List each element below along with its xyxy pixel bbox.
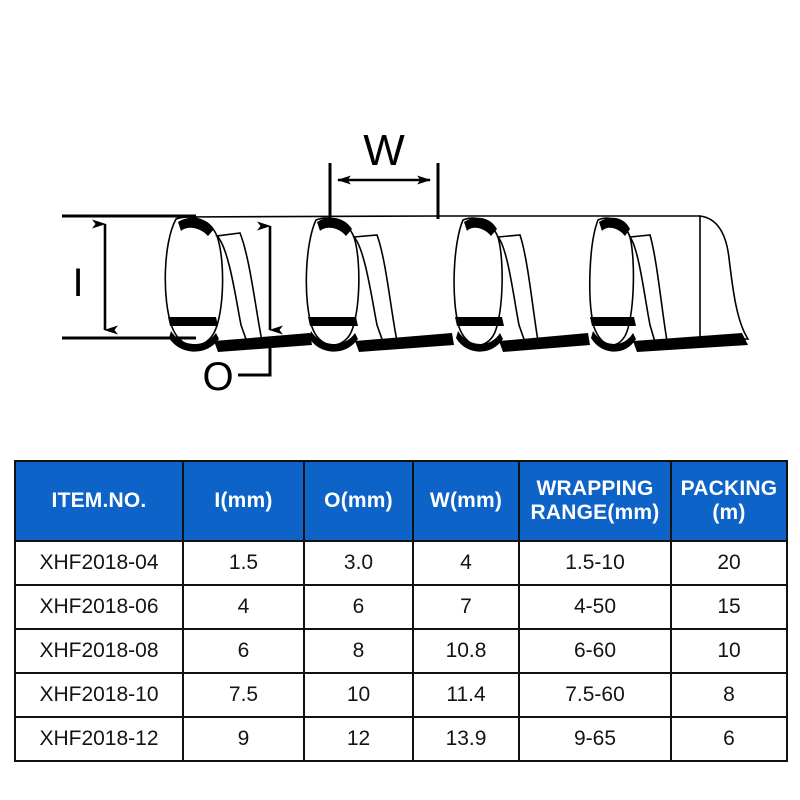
dimension-W <box>328 163 440 219</box>
dimension-I <box>62 214 196 340</box>
label-W: W <box>363 126 405 175</box>
cell-i: 6 <box>182 628 305 674</box>
cell-packing: 20 <box>670 540 788 586</box>
cell-o: 3.0 <box>303 540 414 586</box>
cell-packing: 15 <box>670 584 788 630</box>
cell-wrapping-range: 9-65 <box>518 716 672 762</box>
column-header-wrapping-range: WRAPPING RANGE(mm) <box>518 460 672 542</box>
cell-item-no: XHF2018-04 <box>14 540 184 586</box>
cell-o: 12 <box>303 716 414 762</box>
column-header-packing: PACKING (m) <box>670 460 788 542</box>
cell-wrapping-range: 6-60 <box>518 628 672 674</box>
cell-o: 10 <box>303 672 414 718</box>
cell-o: 6 <box>303 584 414 630</box>
cell-wrapping-range: 1.5-10 <box>518 540 672 586</box>
spiral-wrap-diagram: I O W <box>62 126 750 399</box>
cell-w: 13.9 <box>412 716 520 762</box>
cell-item-no: XHF2018-12 <box>14 716 184 762</box>
column-header-o: O(mm) <box>303 460 414 542</box>
leader-line-O <box>238 345 272 377</box>
header-line-1: WRAPPING <box>536 477 654 501</box>
cell-wrapping-range: 4-50 <box>518 584 672 630</box>
table-row: XHF2018-04 1.5 3.0 4 1.5-10 20 <box>14 540 788 586</box>
cell-i: 9 <box>182 716 305 762</box>
cell-i: 1.5 <box>182 540 305 586</box>
cell-packing: 6 <box>670 716 788 762</box>
column-header-i: I(mm) <box>182 460 305 542</box>
cell-w: 10.8 <box>412 628 520 674</box>
table-row: XHF2018-10 7.5 10 11.4 7.5-60 8 <box>14 672 788 718</box>
column-header-w: W(mm) <box>412 460 520 542</box>
table-row: XHF2018-06 4 6 7 4-50 15 <box>14 584 788 630</box>
header-line-1: PACKING <box>680 477 778 501</box>
cell-i: 7.5 <box>182 672 305 718</box>
cell-wrapping-range: 7.5-60 <box>518 672 672 718</box>
cell-w: 4 <box>412 540 520 586</box>
label-O: O <box>202 355 233 399</box>
cell-packing: 8 <box>670 672 788 718</box>
header-line-1: ITEM.NO. <box>51 489 147 513</box>
table-row: XHF2018-08 6 8 10.8 6-60 10 <box>14 628 788 674</box>
cell-o: 8 <box>303 628 414 674</box>
specification-table: ITEM.NO. I(mm) O(mm) W(mm) WRAPPING RANG… <box>14 460 788 762</box>
cell-w: 11.4 <box>412 672 520 718</box>
cell-w: 7 <box>412 584 520 630</box>
cell-i: 4 <box>182 584 305 630</box>
header-line-1: O(mm) <box>324 489 393 513</box>
spiral-dark-edges <box>168 217 748 352</box>
cell-packing: 10 <box>670 628 788 674</box>
header-line-2: (m) <box>712 501 746 524</box>
table-row: XHF2018-12 9 12 13.9 9-65 6 <box>14 716 788 762</box>
cell-item-no: XHF2018-10 <box>14 672 184 718</box>
header-line-1: W(mm) <box>429 489 503 513</box>
label-I: I <box>72 261 83 305</box>
specification-table-container: ITEM.NO. I(mm) O(mm) W(mm) WRAPPING RANG… <box>14 460 788 762</box>
cell-item-no: XHF2018-08 <box>14 628 184 674</box>
dimension-O <box>238 221 283 377</box>
header-line-2: RANGE(mm) <box>530 501 660 524</box>
spiral-tube-body <box>164 215 750 347</box>
cell-item-no: XHF2018-06 <box>14 584 184 630</box>
header-line-1: I(mm) <box>214 489 273 513</box>
table-header-row: ITEM.NO. I(mm) O(mm) W(mm) WRAPPING RANG… <box>14 460 788 542</box>
column-header-item-no: ITEM.NO. <box>14 460 184 542</box>
